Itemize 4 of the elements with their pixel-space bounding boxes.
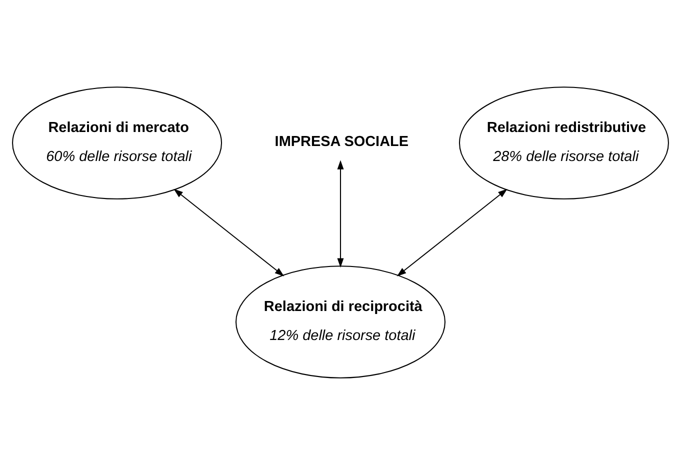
arrow xyxy=(396,188,508,276)
arrow xyxy=(337,160,344,268)
arrow xyxy=(174,188,284,276)
node-text: IMPRESA SOCIALE xyxy=(274,133,409,150)
